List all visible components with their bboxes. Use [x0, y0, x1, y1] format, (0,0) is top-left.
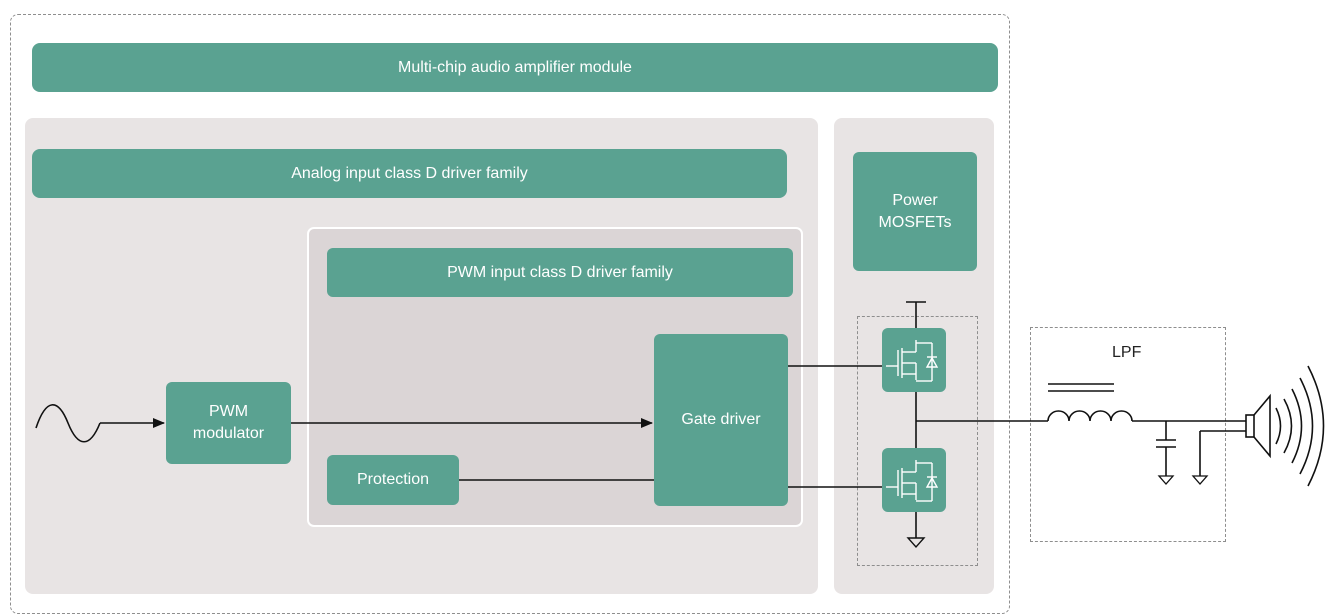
capacitor-icon [1156, 421, 1176, 485]
gate-driver-label: Gate driver [681, 411, 761, 429]
power-mosfets-box: Power MOSFETs [853, 152, 977, 271]
module-title-bar: Multi-chip audio amplifier module [32, 43, 998, 92]
protection-label: Protection [356, 471, 430, 489]
analog-family-title: Analog input class D driver family [291, 164, 528, 182]
mosfet-region [857, 316, 978, 566]
low-side-mosfet-symbol [886, 460, 939, 502]
pwm-modulator-label: PWM modulator [192, 403, 265, 442]
analog-family-title-bar: Analog input class D driver family [32, 149, 787, 198]
speaker-icon [1245, 365, 1325, 487]
high-side-mosfet-symbol [886, 340, 939, 382]
inductor-icon [1047, 383, 1133, 422]
lpf-label: LPF [1112, 344, 1142, 361]
ac-source-sine-icon [35, 404, 101, 443]
protection-box: Protection [327, 455, 459, 505]
mosfet-ground-icon [906, 537, 926, 549]
pwm-modulator-box: PWM modulator [166, 382, 291, 464]
speaker-ground-icon [1191, 430, 1246, 485]
high-side-mosfet-tile [882, 328, 946, 392]
pwm-family-title-bar: PWM input class D driver family [327, 248, 793, 297]
pwm-family-title: PWM input class D driver family [447, 263, 673, 281]
low-side-mosfet-tile [882, 448, 946, 512]
gate-driver-box: Gate driver [654, 334, 788, 506]
power-mosfets-label: Power MOSFETs [878, 191, 952, 231]
lpf-region [1030, 327, 1226, 542]
module-title: Multi-chip audio amplifier module [398, 58, 632, 76]
